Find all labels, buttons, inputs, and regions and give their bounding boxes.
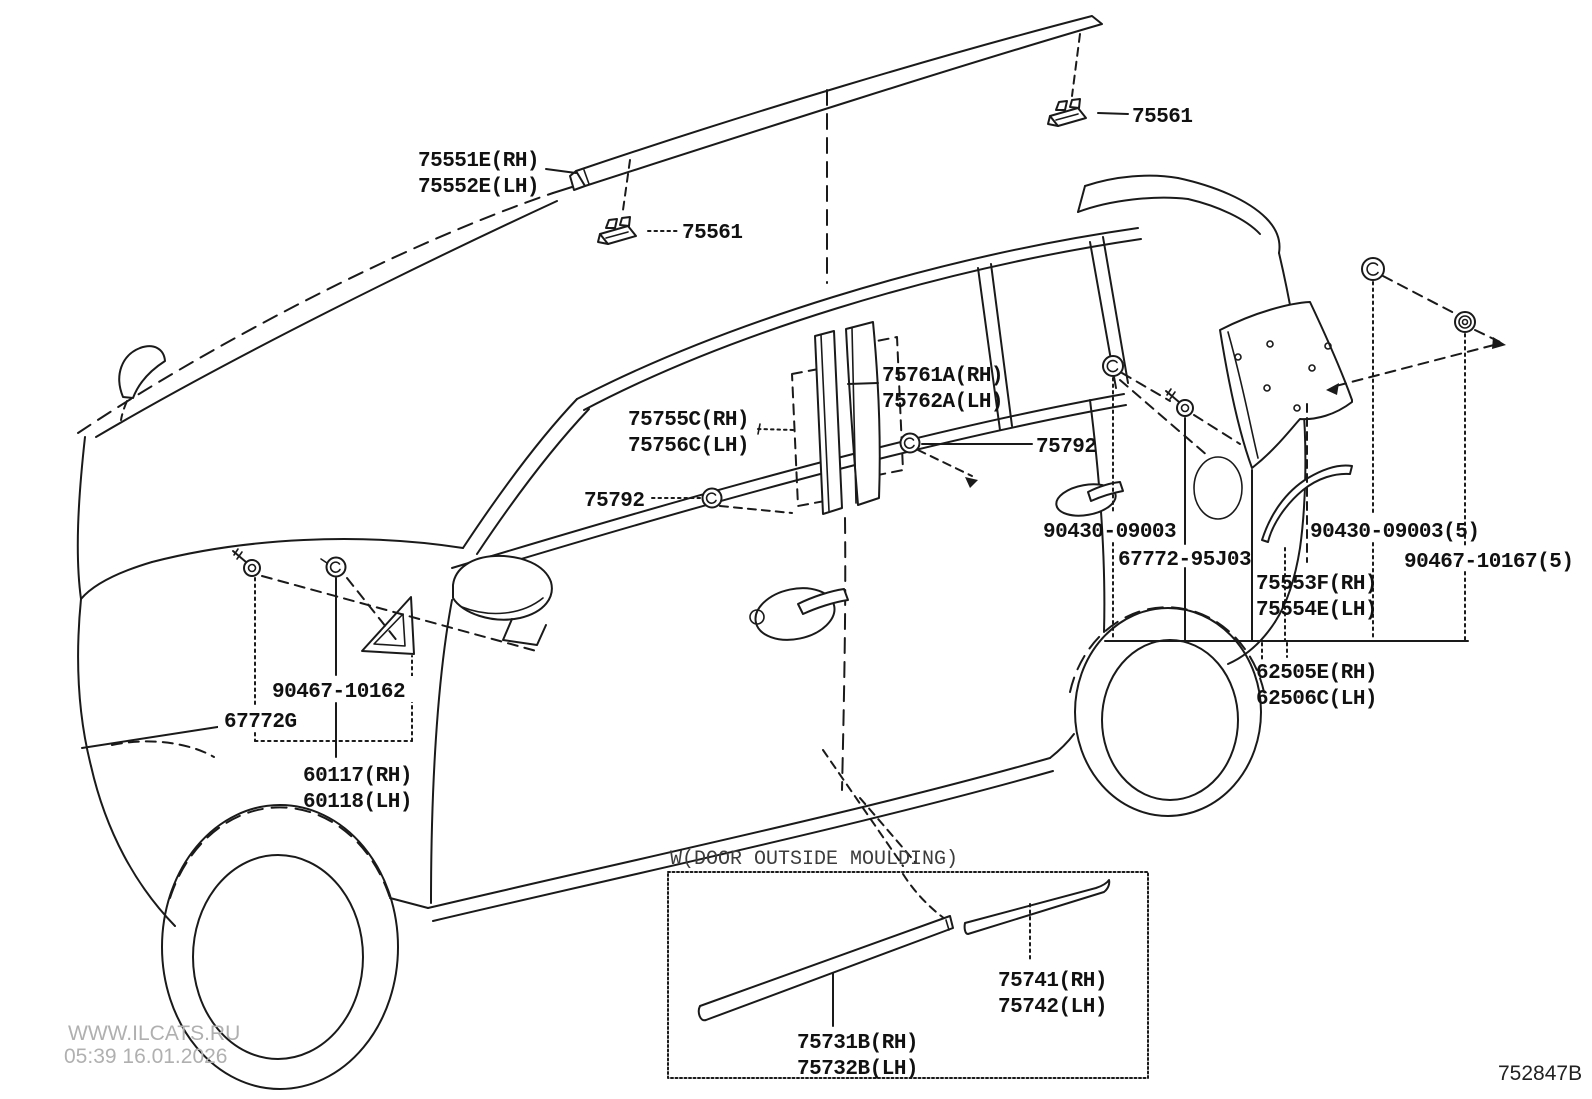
label-front-door-moulding-rh: 75731B(RH) xyxy=(797,1032,918,1055)
label-bg xyxy=(218,707,310,732)
front-door-moulding-part xyxy=(697,915,954,1022)
label-garnish-grommet: 90467-10162 xyxy=(272,681,405,704)
label-roof-moulding-rh: 75551E(RH) xyxy=(418,150,539,173)
clip-icon xyxy=(1047,98,1087,127)
label-quarter-grommet: 90430-09003 xyxy=(1043,521,1176,544)
watermark-timestamp: 05:39 16.01.2026 xyxy=(64,1045,228,1068)
inset-title: W(DOOR OUTSIDE MOULDING) xyxy=(670,848,958,871)
label-quarter-screw: 67772-95J03 xyxy=(1118,549,1251,572)
plug-icon xyxy=(1454,311,1476,333)
quarter-protector-part xyxy=(1219,301,1353,469)
pillar-tape-front-part xyxy=(791,330,843,515)
grommet-icon xyxy=(320,556,347,578)
label-clip-top: 75561 xyxy=(1132,106,1193,129)
front-door-handle xyxy=(749,587,849,641)
grommet-icon xyxy=(899,432,921,454)
clip-icon xyxy=(597,216,637,245)
label-wheel-arch-moulding-rh: 62505E(RH) xyxy=(1256,662,1377,685)
grommet-icon xyxy=(1361,257,1385,281)
label-windshield-garnish-lh: 60118(LH) xyxy=(303,791,412,814)
label-front-door-moulding-lh: 75732B(LH) xyxy=(797,1058,918,1081)
inset-box-border xyxy=(667,871,1149,1079)
label-quarter-protector-lh: 75554E(LH) xyxy=(1256,599,1377,622)
far-mirror xyxy=(118,345,166,399)
pillar-tape-rear-part xyxy=(845,321,904,506)
label-wheel-arch-moulding-lh: 62506C(LH) xyxy=(1256,688,1377,711)
door-moulding-inset xyxy=(667,871,1149,1079)
rear-door-moulding-part xyxy=(963,879,1111,935)
label-windshield-garnish-rh: 60117(RH) xyxy=(303,765,412,788)
label-quarter-protector-rh: 75553F(RH) xyxy=(1256,573,1377,596)
roof-moulding-part xyxy=(569,15,1103,191)
label-clip-mid: 75561 xyxy=(682,222,743,245)
label-roof-moulding-lh: 75552E(LH) xyxy=(418,176,539,199)
label-pad-lower: 75792 xyxy=(584,490,645,513)
screw-icon xyxy=(232,548,261,577)
watermark-site: WWW.ILCATS.RU xyxy=(68,1022,240,1045)
label-quarter-clip-5: 90467-10167(5) xyxy=(1404,551,1573,574)
door-mirror xyxy=(452,554,553,646)
leader-lines xyxy=(81,33,1506,920)
label-rear-door-moulding-rh: 75741(RH) xyxy=(998,970,1107,993)
label-front-pillar-tape-rh: 75755C(RH) xyxy=(628,409,749,432)
label-garnish-screw: 67772G xyxy=(224,711,297,734)
label-rear-pillar-tape-lh: 75762A(LH) xyxy=(882,391,1003,414)
grommet-icon xyxy=(1102,355,1124,377)
diagram-code: 752847B xyxy=(1498,1062,1582,1085)
fuel-door xyxy=(1193,456,1243,520)
windshield-garnish-part xyxy=(361,596,415,655)
label-rear-pillar-tape-rh: 75761A(RH) xyxy=(882,365,1003,388)
label-bg xyxy=(268,676,414,702)
label-pad-upper: 75792 xyxy=(1036,436,1097,459)
label-quarter-grommet-5: 90430-09003(5) xyxy=(1310,521,1479,544)
rear-door-handle xyxy=(1055,481,1124,517)
screw-icon xyxy=(1165,388,1194,417)
grommet-icon xyxy=(701,487,723,509)
label-front-pillar-tape-lh: 75756C(LH) xyxy=(628,435,749,458)
car-body-artwork xyxy=(76,174,1307,1090)
label-rear-door-moulding-lh: 75742(LH) xyxy=(998,996,1107,1019)
